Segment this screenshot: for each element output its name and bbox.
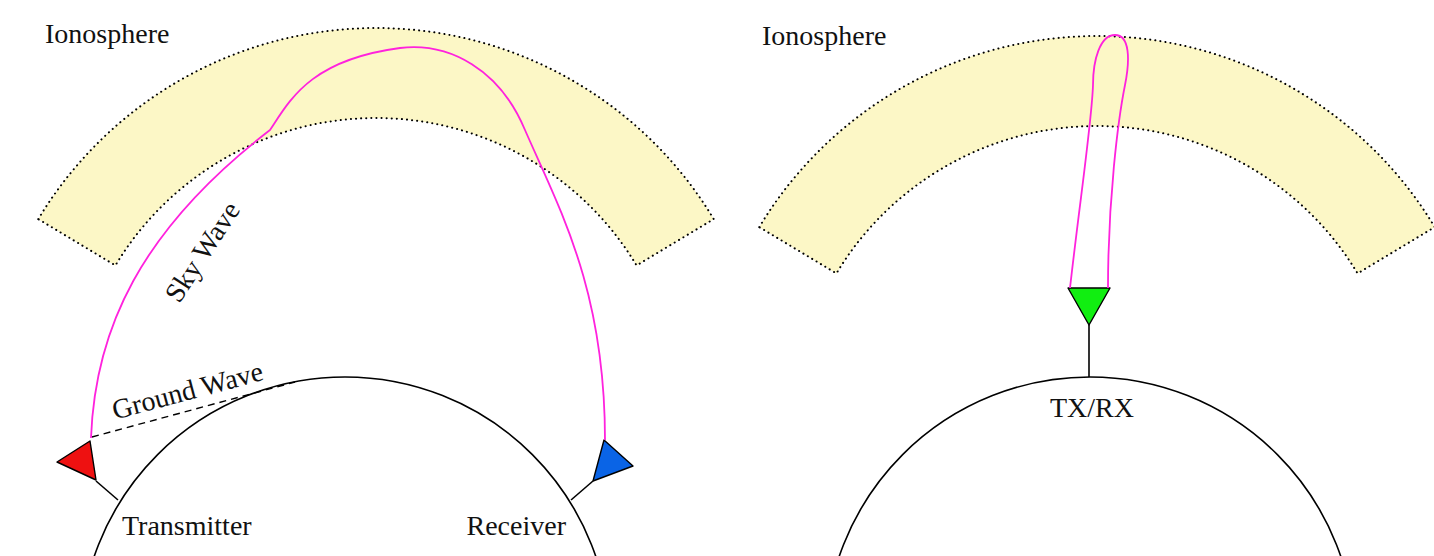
region-label: Ionosphere: [762, 20, 886, 52]
antenna-mast: [1088, 325, 1090, 377]
ionosphere-band: Ionosphere: [30, 10, 725, 275]
wave-label: Sky Wave: [159, 196, 247, 308]
station-label: Transmitter: [122, 510, 252, 542]
station-label: TX/RX: [1050, 392, 1134, 424]
earth-surface: [825, 377, 1355, 556]
band-shape: [759, 36, 1434, 273]
antenna-mast: [96, 481, 118, 500]
receiver-antenna: [593, 440, 633, 481]
transmitter-antenna: [57, 441, 96, 480]
band-outline: [752, 14, 1434, 284]
transceiver-antenna: [1068, 288, 1110, 325]
ionosphere-band: Ionosphere: [752, 14, 1434, 284]
wave-label: Ground Wave: [109, 355, 267, 426]
band-shape: [38, 28, 713, 265]
region-label: Ionosphere: [45, 18, 169, 50]
band-outline: [30, 10, 725, 275]
antenna-mast: [571, 481, 593, 500]
station-label: Receiver: [467, 510, 567, 542]
